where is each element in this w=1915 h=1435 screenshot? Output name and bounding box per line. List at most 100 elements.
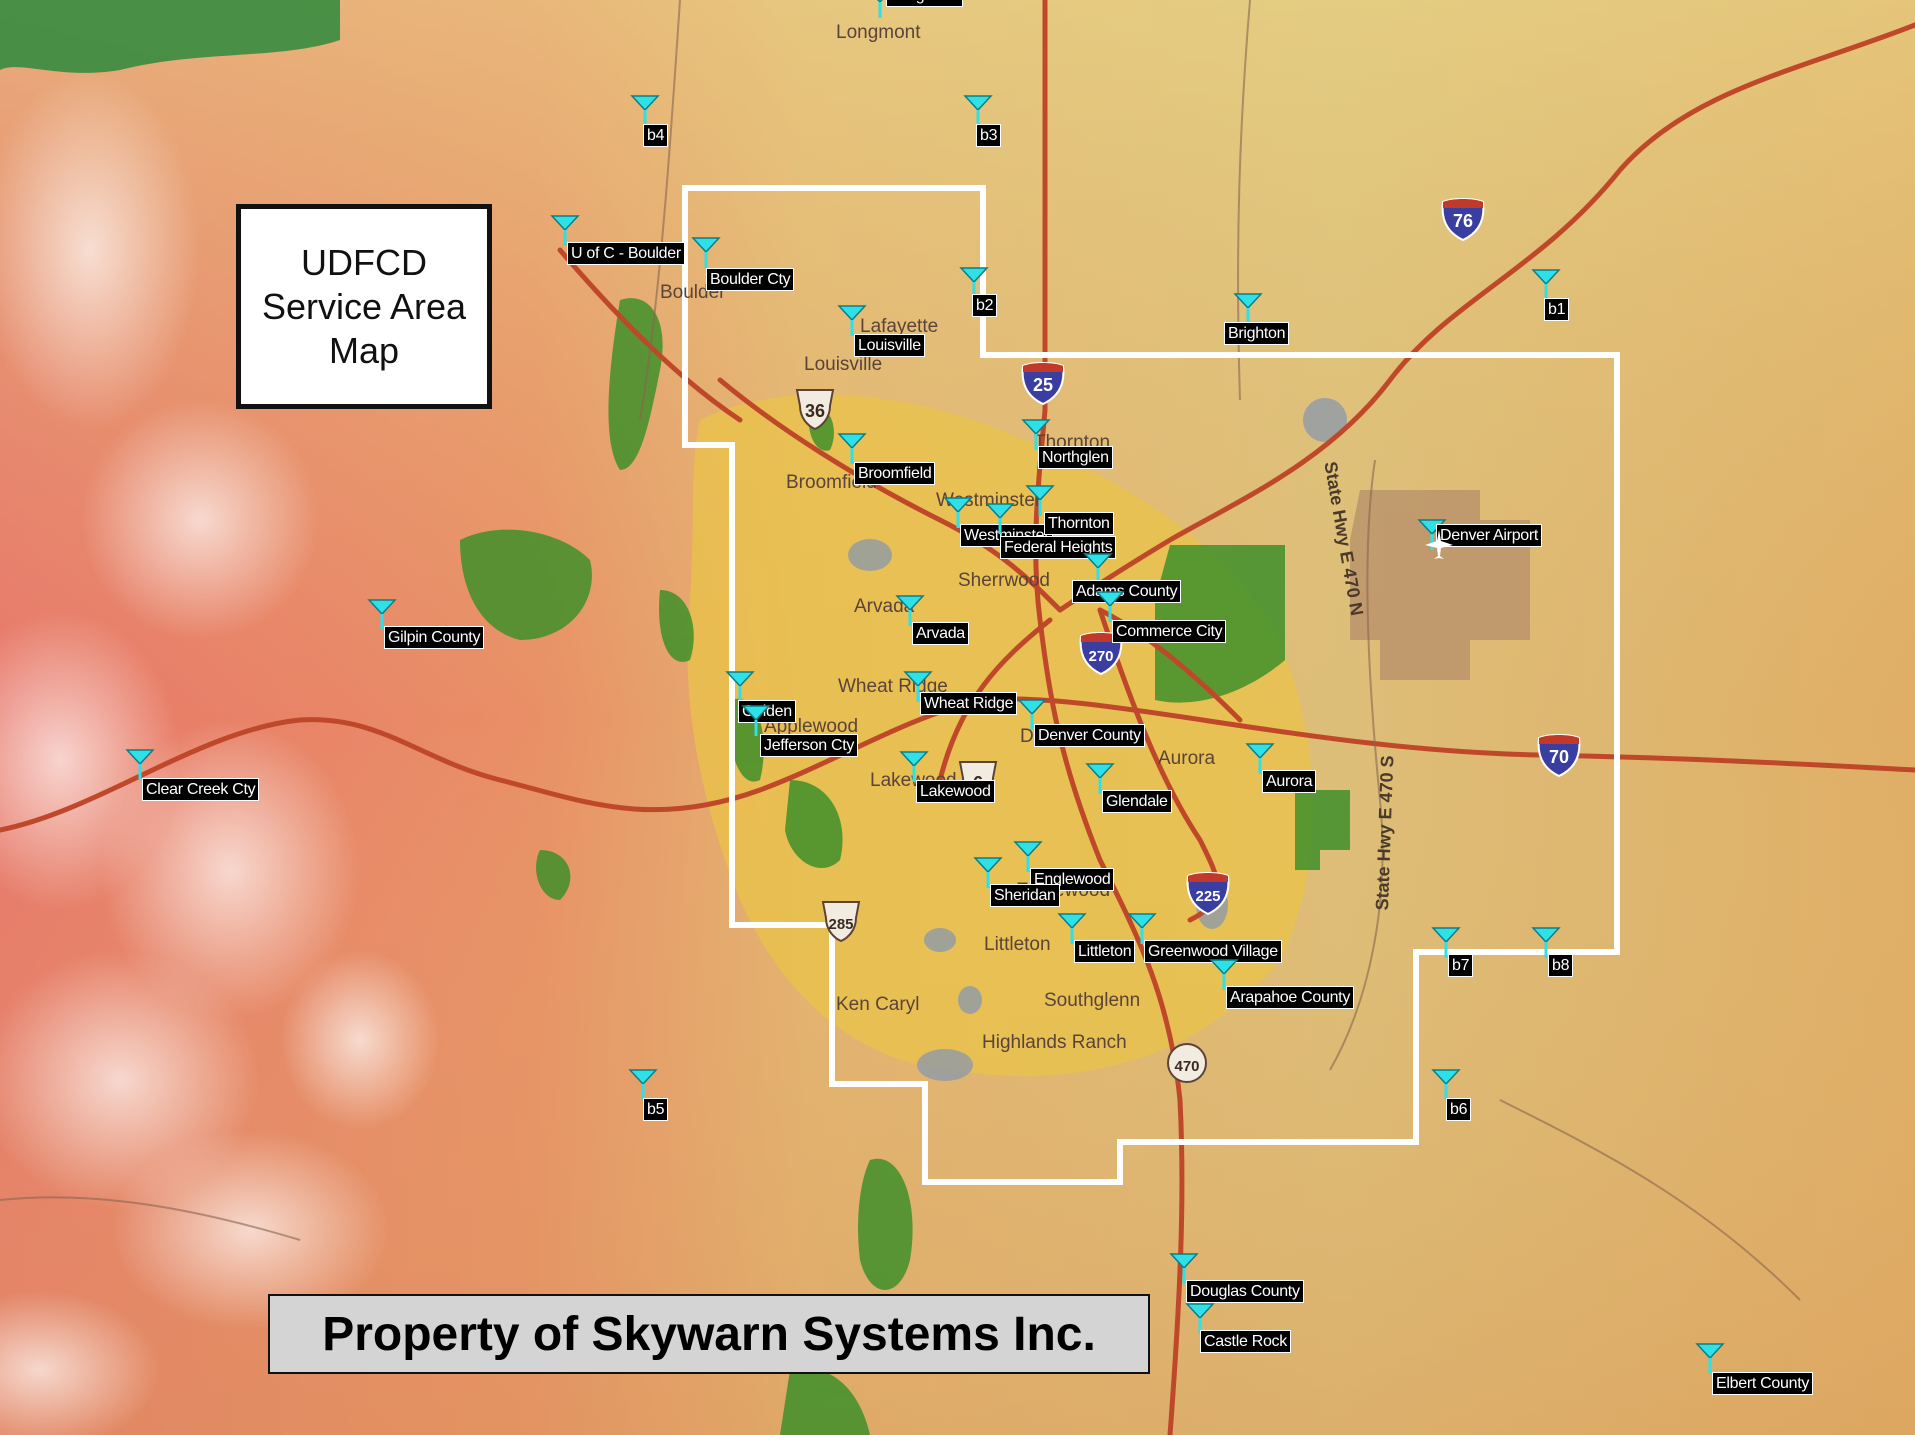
place-label: Littleton	[984, 934, 1051, 955]
station-label: Thornton	[1044, 512, 1114, 535]
place-label: Ken Caryl	[836, 994, 920, 1015]
station-antenna-icon	[877, 0, 883, 18]
map-title-box: UDFCD Service Area Map	[236, 204, 492, 409]
station-antenna-icon	[1169, 1253, 1199, 1284]
station-antenna-icon	[1431, 1069, 1461, 1100]
shield-number: 225	[1195, 888, 1220, 905]
station-antenna-icon	[895, 595, 925, 626]
station-antenna-icon	[1083, 553, 1113, 584]
station-label: Littleton	[1074, 940, 1136, 963]
station-antenna-icon	[963, 95, 993, 126]
station-label: Douglas County	[1186, 1280, 1304, 1303]
shield-number: 25	[1033, 375, 1053, 395]
station-antenna-icon	[985, 503, 1015, 534]
station-label: Gilpin County	[384, 626, 485, 649]
station-label: b6	[1446, 1098, 1472, 1121]
station-label: Commerce City	[1112, 620, 1227, 643]
station-antenna-icon	[1245, 743, 1275, 774]
station-antenna-icon	[1021, 419, 1051, 450]
station-antenna-icon	[725, 671, 755, 702]
station-label: Jefferson Cty	[760, 734, 859, 757]
station-antenna-icon	[903, 671, 933, 702]
station-label: Denver Airport	[1436, 524, 1543, 547]
station-label: Northglen	[1038, 446, 1113, 469]
shield-number: 270	[1088, 648, 1113, 665]
station-label: Elbert County	[1712, 1372, 1814, 1395]
station-label: Glendale	[1102, 790, 1172, 813]
station-antenna-icon	[1017, 699, 1047, 730]
station-antenna-icon	[943, 497, 973, 528]
place-label: Highlands Ranch	[982, 1032, 1127, 1053]
station-label: Adams County	[1072, 580, 1182, 603]
shield-number: 470	[1174, 1058, 1199, 1075]
station-label: Lakewood	[916, 780, 995, 803]
place-label: Aurora	[1158, 748, 1216, 769]
station-label: Longmont	[886, 0, 963, 7]
station-antenna-icon	[1057, 913, 1087, 944]
place-label: Lafayette	[860, 316, 939, 337]
station-label: Boulder Cty	[706, 268, 795, 291]
station-antenna-icon	[628, 1069, 658, 1100]
station-label: b3	[976, 124, 1002, 147]
station-antenna-icon	[1025, 485, 1055, 516]
station-label: b1	[1544, 298, 1570, 321]
interstate-shield-icon: 270	[1079, 632, 1123, 676]
station-label: Castle Rock	[1200, 1330, 1291, 1353]
shield-number: 76	[1453, 211, 1473, 231]
station-label: Arapahoe County	[1226, 986, 1355, 1009]
station-antenna-icon	[1185, 1303, 1215, 1334]
station-label: U of C - Boulder	[567, 242, 685, 265]
station-label: b5	[643, 1098, 669, 1121]
interstate-shield-icon: 70	[1537, 734, 1581, 778]
station-antenna-icon	[1531, 269, 1561, 300]
station-label: Wheat Ridge	[920, 692, 1018, 715]
station-label: b2	[972, 294, 998, 317]
shield-number: 285	[828, 916, 853, 933]
station-antenna-icon	[1233, 293, 1263, 324]
station-antenna-icon	[1085, 763, 1115, 794]
property-notice: Property of Skywarn Systems Inc.	[268, 1294, 1150, 1374]
station-antenna-icon	[1431, 927, 1461, 958]
us-shield-icon: 285	[821, 901, 861, 943]
state-shield-icon: 470	[1167, 1043, 1207, 1083]
service-area-boundary	[682, 185, 1620, 1185]
station-antenna-icon	[1531, 927, 1561, 958]
station-antenna-icon	[959, 267, 989, 298]
station-antenna-icon	[741, 705, 771, 736]
us-shield-icon: 36	[795, 389, 835, 431]
station-label: Aurora	[1262, 770, 1317, 793]
airplane-icon	[1425, 530, 1453, 559]
place-label: Southglenn	[1044, 990, 1141, 1011]
station-antenna-icon	[1095, 591, 1125, 622]
place-label: Louisville	[804, 354, 883, 375]
station-antenna-icon	[1013, 841, 1043, 872]
station-label: Denver County	[1034, 724, 1145, 747]
station-label: b7	[1448, 954, 1474, 977]
station-label: Broomfield	[854, 462, 936, 485]
station-antenna-icon	[899, 751, 929, 782]
station-antenna-icon	[1127, 913, 1157, 944]
shield-number: 70	[1549, 747, 1569, 767]
place-label: Arvada	[854, 596, 915, 617]
station-antenna-icon	[1695, 1343, 1725, 1374]
interstate-shield-icon: 225	[1186, 872, 1230, 916]
station-antenna-icon	[367, 599, 397, 630]
title-line-2: Service Area	[261, 285, 467, 327]
station-antenna-icon	[837, 433, 867, 464]
station-antenna-icon	[1209, 959, 1239, 990]
shield-number: 36	[805, 401, 825, 421]
station-label: b8	[1548, 954, 1574, 977]
place-label: Longmont	[836, 22, 921, 43]
title-line-1: UDFCD	[301, 241, 427, 283]
station-label: Sheridan	[990, 884, 1060, 907]
station-label: Clear Creek Cty	[142, 778, 260, 801]
station-antenna-icon	[837, 305, 867, 336]
mountain-relief	[0, 70, 440, 1435]
station-antenna-icon	[973, 857, 1003, 888]
station-label: Arvada	[912, 622, 969, 645]
station-label: Brighton	[1224, 322, 1290, 345]
station-label: b4	[643, 124, 669, 147]
station-antenna-icon	[550, 215, 580, 246]
station-label: Louisville	[854, 334, 925, 357]
